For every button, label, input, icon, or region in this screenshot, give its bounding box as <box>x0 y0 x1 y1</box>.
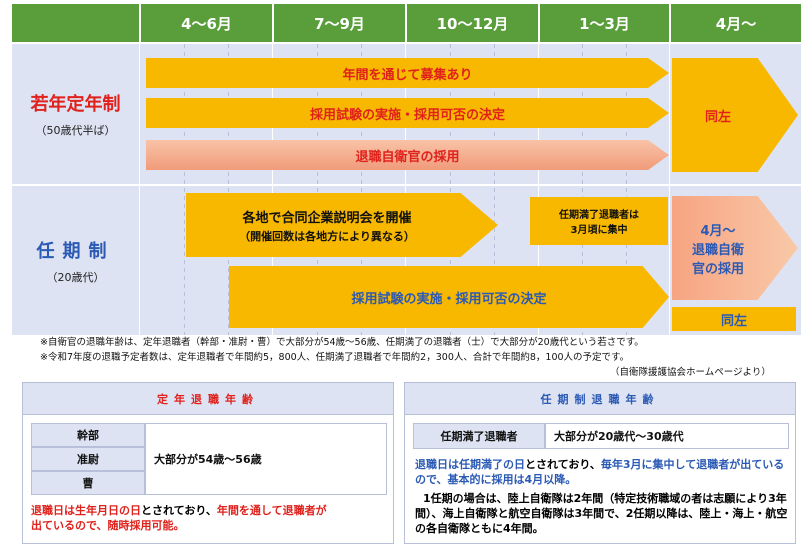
teinen-note-red1: 退職日は生年月日の日 <box>31 504 141 517</box>
teinen-box-title: 定年退職年齢 <box>23 383 393 415</box>
teinen-note: 退職日は生年月日の日とされており、年間を通して退職者が 出ているので、随時採用可… <box>31 503 391 533</box>
grid-line <box>538 44 539 335</box>
grid-line <box>669 44 670 335</box>
term-end-note-1: 任期満了退職者は <box>559 210 639 221</box>
ninki-note-1d: が出ているので、基本的に採用は4月以降。 <box>415 458 785 486</box>
teinen-row-label: 若年定年制 （50歳代半ば） <box>12 44 139 184</box>
grid-line-dashed <box>317 44 318 335</box>
teinen-age-box: 定年退職年齢 幹部 准尉 曹 大部分が54歳～56歳 退職日は生年月日の日とされ… <box>22 382 394 544</box>
ninki-age-box: 任期制退職年齢 任期満了退職者 大部分が20歳代～30歳代 退職日は任期満了の日… <box>404 382 796 544</box>
grid-line <box>139 44 140 335</box>
ninki-box-title: 任期制退職年齢 <box>405 383 795 415</box>
row-divider <box>12 184 801 186</box>
teinen-sub: （50歳代半ば） <box>35 124 116 137</box>
april-hiring-text-2: 退職自衛 <box>691 242 744 258</box>
rank-juni: 准尉 <box>31 447 145 471</box>
term-end-note-2: 3月頃に集中 <box>570 225 628 236</box>
period-oct-dec: 10～12月 <box>405 4 538 42</box>
grid-line <box>405 44 406 335</box>
ninki-col2: 大部分が20歳代～30歳代 <box>545 423 789 449</box>
april-hiring-text-1: 4月～ <box>700 223 736 239</box>
teinen-age-value: 大部分が54歳～56歳 <box>145 423 387 495</box>
ninki-note-2: 1任期の場合は、陸上自衛隊は2年間（特定技術職域の者は志願により3年間）、海上自… <box>415 492 788 535</box>
period-apr-onward: 4月～ <box>669 4 801 42</box>
teinen-note-red2: 年間を通して退職者が <box>216 504 327 517</box>
grid-line-dashed <box>626 44 627 335</box>
same-as-left-text-1: 同左 <box>704 109 731 125</box>
same-as-left-text-2: 同左 <box>720 313 747 329</box>
header-corner <box>12 4 139 42</box>
ninki-col1: 任期満了退職者 <box>413 423 545 449</box>
note-2: ※令和7年度の退職予定者数は、定年退職者で年間約5，800人、任期満了退職者で年… <box>40 352 630 363</box>
exam-decision-text-2: 採用試験の実施・採用可否の決定 <box>351 291 547 307</box>
ninki-note-1c: 毎年3月に集中して退職者 <box>600 458 730 471</box>
retired-hiring-arrow: 退職自衛官の採用 <box>146 140 669 170</box>
grid-line-dashed <box>450 44 451 335</box>
april-hiring-text-3: 官の採用 <box>691 261 744 277</box>
teinen-note-red3: 出ているので、随時採用可能。 <box>31 519 185 532</box>
teinen-label: 若年定年制 <box>30 94 121 115</box>
period-jul-sep: 7～9月 <box>272 4 405 42</box>
recruit-year-round-text: 年間を通じて募集あり <box>342 67 473 83</box>
job-fair-arrow: 各地で合同企業説明会を開催 （開催回数は各地方により異なる） <box>186 193 498 257</box>
exam-decision-text-1: 採用試験の実施・採用可否の決定 <box>309 107 505 123</box>
teinen-note-mid: とされており、 <box>141 504 217 517</box>
grid-line-dashed <box>361 44 362 335</box>
exam-decision-arrow-1: 採用試験の実施・採用可否の決定 <box>146 98 669 128</box>
note-source: （自衛隊援護協会ホームページより） <box>610 367 771 378</box>
exam-decision-arrow-2: 採用試験の実施・採用可否の決定 <box>229 266 669 328</box>
same-as-left-box-2: 同左 <box>672 307 796 331</box>
grid-line-dashed <box>494 44 495 335</box>
grid-line-dashed <box>582 44 583 335</box>
ninki-row-label: 任期制 （20歳代） <box>12 186 139 335</box>
grid-line-dashed <box>184 44 185 335</box>
rank-so: 曹 <box>31 471 145 495</box>
job-fair-text-2: （開催回数は各地方により異なる） <box>239 229 415 243</box>
job-fair-text-1: 各地で合同企業説明会を開催 <box>242 210 412 226</box>
recruit-year-round-arrow: 年間を通じて募集あり <box>146 58 669 88</box>
period-jan-mar: 1～3月 <box>538 4 669 42</box>
term-end-note-box: 任期満了退職者は 3月頃に集中 <box>530 197 668 245</box>
grid-line-dashed <box>228 44 229 335</box>
ninki-note-1a: 退職日は任期満了の日 <box>415 458 525 471</box>
ninki-note-1b: とされており、 <box>525 458 601 471</box>
ninki-sub: （20歳代） <box>46 270 105 284</box>
grid-line <box>272 44 273 335</box>
retired-hiring-text: 退職自衛官の採用 <box>355 149 460 165</box>
rank-kanbu: 幹部 <box>31 423 145 447</box>
ninki-note-1: 退職日は任期満了の日とされており、毎年3月に集中して退職者が出ているので、基本的… <box>415 457 791 487</box>
period-apr-jun: 4～6月 <box>139 4 272 42</box>
note-1: ※自衛官の退職年齢は、定年退職者（幹部・准尉・曹）で大部分が54歳～56歳、任期… <box>40 337 644 348</box>
ninki-label: 任期制 <box>36 240 115 262</box>
